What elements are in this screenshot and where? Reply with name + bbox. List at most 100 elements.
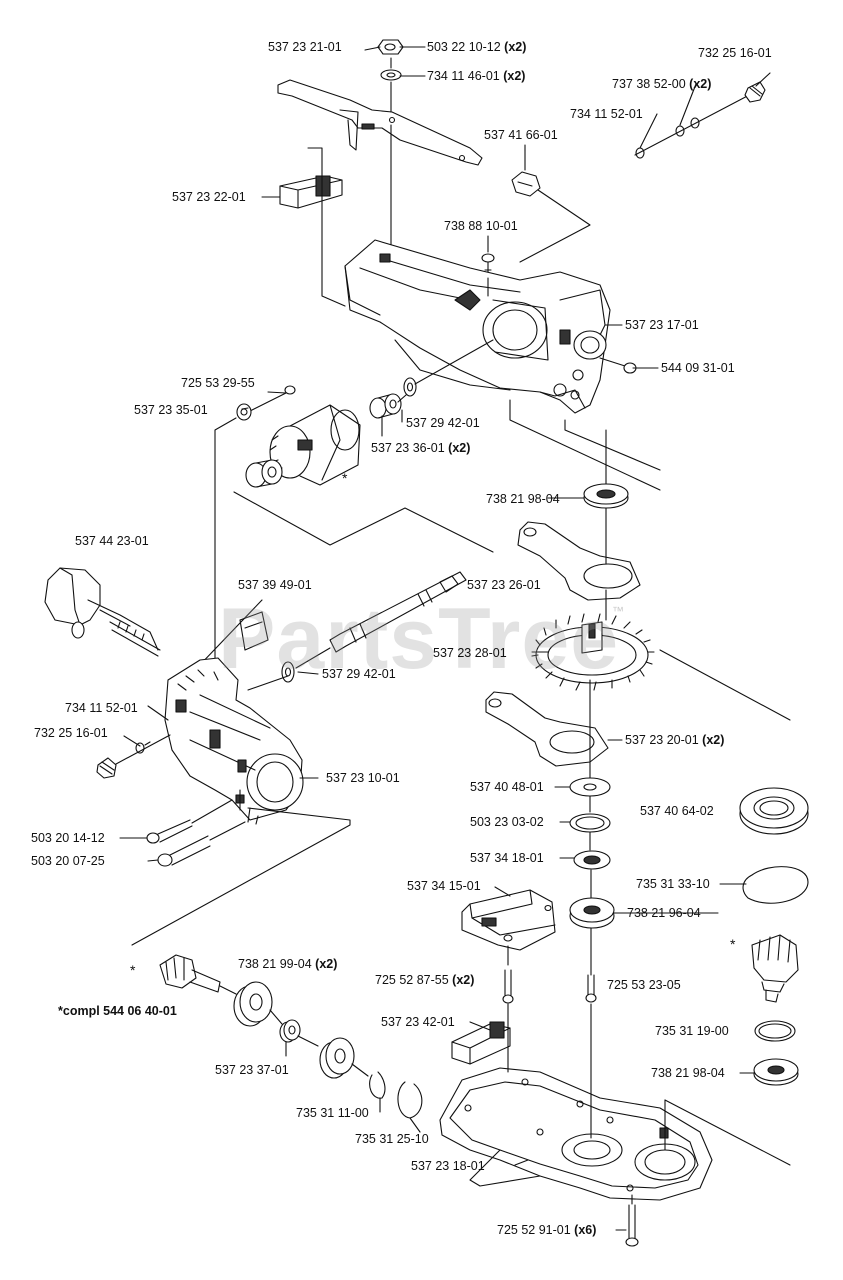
bearing-738-21-98-04-right <box>753 1058 799 1086</box>
plug-537-41-66-01 <box>511 171 541 197</box>
label-537-29-42-01[interactable]: 537 29 42-01 <box>322 667 396 681</box>
label-738-21-96-04[interactable]: 738 21 96-04 <box>627 906 701 920</box>
label-738-21-98-04-right[interactable]: 738 21 98-04 <box>651 1066 725 1080</box>
part-number: 537 23 10-01 <box>326 771 400 785</box>
part-number: *compl 544 06 40-01 <box>58 1004 177 1018</box>
part-number: 537 23 28-01 <box>433 646 507 660</box>
part-number: 738 21 99-04 <box>238 957 312 971</box>
label-537-41-66-01[interactable]: 537 41 66-01 <box>484 128 558 142</box>
pinion-right <box>751 934 799 1003</box>
nut-503-22-10-12 <box>377 39 404 55</box>
block-537-23-42-01 <box>451 1021 511 1065</box>
part-number: 738 21 98-04 <box>486 492 560 506</box>
ring-503-23-03-02 <box>569 813 611 833</box>
part-number: 725 53 29-55 <box>181 376 255 390</box>
part-number: 734 11 52-01 <box>570 107 643 121</box>
part-number: 503 20 14-12 <box>31 831 105 845</box>
label-503-20-07-25[interactable]: 503 20 07-25 <box>31 854 105 868</box>
label-537-23-10-01[interactable]: 537 23 10-01 <box>326 771 400 785</box>
label-537-23-35-01[interactable]: 537 23 35-01 <box>134 403 208 417</box>
label-725-53-29-55[interactable]: 725 53 29-55 <box>181 376 255 390</box>
label-537-23-26-01[interactable]: 537 23 26-01 <box>467 578 541 592</box>
trademark: ™ <box>612 604 624 618</box>
part-number: 537 29 42-01 <box>322 667 396 681</box>
conn-arm-lower <box>485 691 609 767</box>
part-number: 737 38 52-00 <box>612 77 686 91</box>
part-quantity: (x2) <box>503 69 526 83</box>
label-734-11-52-01[interactable]: 734 11 52-01 <box>570 107 643 121</box>
bearing-537-40-64-02 <box>739 787 809 835</box>
part-number: 537 34 18-01 <box>470 851 544 865</box>
part-number: 734 11 46-01 <box>427 69 500 83</box>
part-number: 537 29 42-01 <box>406 416 480 430</box>
label-537-23-22-01[interactable]: 537 23 22-01 <box>172 190 246 204</box>
part-number: 732 25 16-01 <box>698 46 772 60</box>
part-number: 537 23 26-01 <box>467 578 541 592</box>
label-734-11-52-01-left[interactable]: 734 11 52-01 <box>65 701 138 715</box>
label-503-22-10-12[interactable]: 503 22 10-12 (x2) <box>427 40 526 54</box>
part-quantity: (x2) <box>504 40 527 54</box>
label-735-31-25-10[interactable]: 735 31 25-10 <box>355 1132 429 1146</box>
top-plate-537-23-21-01 <box>277 79 483 166</box>
label-544-09-31-01[interactable]: 544 09 31-01 <box>661 361 735 375</box>
label-537-39-49-01[interactable]: 537 39 49-01 <box>238 578 312 592</box>
gear-537-23-28-01 <box>531 613 655 691</box>
washer-537-29-42-01-top <box>403 377 417 397</box>
asterisk-gear: * <box>342 470 348 486</box>
part-number: 735 31 33-10 <box>636 877 710 891</box>
clip-537-39-49-01 <box>239 611 269 651</box>
shaft-537-23-26-01 <box>329 571 467 653</box>
label-732-25-16-01[interactable]: 732 25 16-01 <box>698 46 772 60</box>
label-537-23-20-01[interactable]: 537 23 20-01 (x2) <box>625 733 724 747</box>
part-number: 537 23 17-01 <box>625 318 699 332</box>
label-537-23-17-01[interactable]: 537 23 17-01 <box>625 318 699 332</box>
bushing-left <box>245 459 283 488</box>
label-503-23-03-02[interactable]: 503 23 03-02 <box>470 815 544 829</box>
part-quantity: (x2) <box>452 973 475 987</box>
label-732-25-16-01-left[interactable]: 732 25 16-01 <box>34 726 108 740</box>
label-734-11-46-01[interactable]: 734 11 46-01 (x2) <box>427 69 525 83</box>
circlip-735-31-25-10 <box>397 1081 423 1119</box>
label-735-31-19-00[interactable]: 735 31 19-00 <box>655 1024 729 1038</box>
label-537-44-23-01[interactable]: 537 44 23-01 <box>75 534 149 548</box>
label-737-38-52-00[interactable]: 737 38 52-00 (x2) <box>612 77 711 91</box>
label-735-31-11-00[interactable]: 735 31 11-00 <box>296 1106 369 1120</box>
bushing-537-23-35-01 <box>236 403 252 421</box>
part-number: 725 52 91-01 <box>497 1223 571 1237</box>
label-537-34-15-01[interactable]: 537 34 15-01 <box>407 879 481 893</box>
part-number: 537 44 23-01 <box>75 534 149 548</box>
label-537-40-64-02[interactable]: 537 40 64-02 <box>640 804 714 818</box>
label-738-88-10-01[interactable]: 738 88 10-01 <box>444 219 518 233</box>
label-537-40-48-01[interactable]: 537 40 48-01 <box>470 780 544 794</box>
label-735-31-33-10[interactable]: 735 31 33-10 <box>636 877 710 891</box>
label-537-23-37-01[interactable]: 537 23 37-01 <box>215 1063 289 1077</box>
part-number: 537 39 49-01 <box>238 578 312 592</box>
label-738-21-99-04[interactable]: 738 21 99-04 (x2) <box>238 957 337 971</box>
label-537-23-42-01[interactable]: 537 23 42-01 <box>381 1015 455 1029</box>
label-537-34-18-01[interactable]: 537 34 18-01 <box>470 851 544 865</box>
part-number: 725 52 87-55 <box>375 973 449 987</box>
label-compl-544-06-40-01[interactable]: *compl 544 06 40-01 <box>58 1004 177 1018</box>
part-number: 537 40 64-02 <box>640 804 714 818</box>
label-738-21-98-04-top[interactable]: 738 21 98-04 <box>486 492 560 506</box>
part-number: 735 31 19-00 <box>655 1024 729 1038</box>
screw-725-53-23-05 <box>585 974 597 1003</box>
part-number: 738 21 96-04 <box>627 906 701 920</box>
part-quantity: (x2) <box>689 77 712 91</box>
part-number: 537 23 18-01 <box>411 1159 485 1173</box>
label-725-52-87-55[interactable]: 725 52 87-55 (x2) <box>375 973 474 987</box>
label-503-20-14-12[interactable]: 503 20 14-12 <box>31 831 105 845</box>
part-number: 503 22 10-12 <box>427 40 501 54</box>
label-537-23-28-01[interactable]: 537 23 28-01 <box>433 646 507 660</box>
label-537-23-36-01[interactable]: 537 23 36-01 (x2) <box>371 441 470 455</box>
label-537-23-21-01[interactable]: 537 23 21-01 <box>268 40 342 54</box>
label-725-52-91-01[interactable]: 725 52 91-01 (x6) <box>497 1223 596 1237</box>
label-725-53-23-05[interactable]: 725 53 23-05 <box>607 978 681 992</box>
base-plate-537-23-18-01 <box>439 1067 713 1201</box>
screw-544-09-31-01 <box>599 357 637 374</box>
label-537-23-18-01[interactable]: 537 23 18-01 <box>411 1159 485 1173</box>
part-quantity: (x2) <box>448 441 471 455</box>
label-537-29-42-01-top[interactable]: 537 29 42-01 <box>406 416 480 430</box>
part-number: 503 20 07-25 <box>31 854 105 868</box>
